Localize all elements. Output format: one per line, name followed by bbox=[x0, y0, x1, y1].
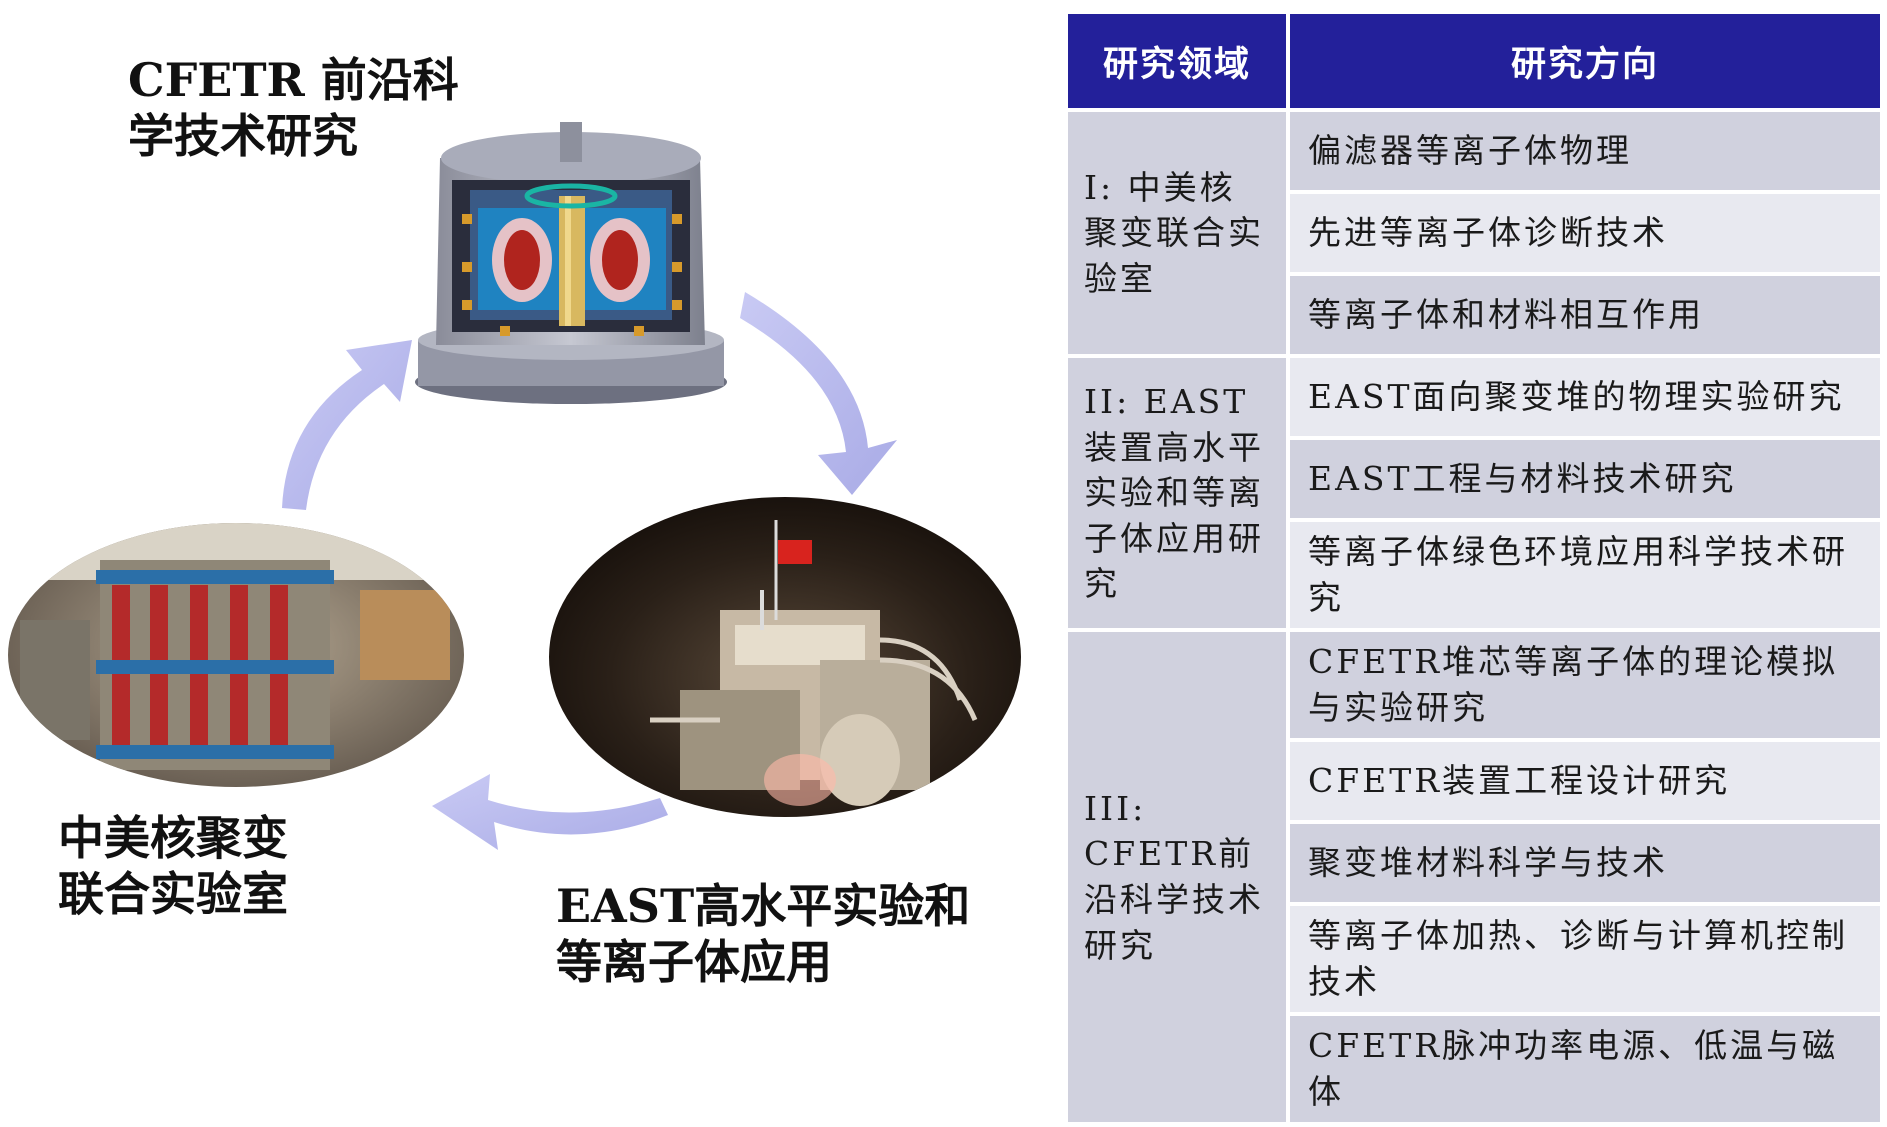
header-research-area: 研究领域 bbox=[1068, 14, 1286, 108]
table-row: 先进等离子体诊断技术 bbox=[1068, 194, 1880, 272]
table-row: I: 中美核聚变联合实验室 偏滤器等离子体物理 bbox=[1068, 112, 1880, 354]
table-row: II: EAST装置高水平实验和等离子体应用研究 EAST面向聚变堆的物理实验研… bbox=[1068, 358, 1880, 628]
cycle-arrow-left bbox=[282, 340, 412, 510]
research-table: 研究领域 研究方向 I: 中美核聚变联合实验室 偏滤器等离子体物理 先进等离子体… bbox=[1064, 10, 1884, 1126]
table-header-row: 研究领域 研究方向 bbox=[1068, 14, 1880, 108]
direction-cell: 先进等离子体诊断技术 bbox=[1290, 194, 1880, 272]
caption-line: 等离子体应用 bbox=[556, 935, 832, 990]
caption-line: CFETR 前沿科 bbox=[128, 53, 459, 107]
header-research-direction: 研究方向 bbox=[1290, 14, 1880, 108]
table-row: EAST工程与材料技术研究 bbox=[1068, 440, 1880, 518]
joint-lab-photo bbox=[8, 523, 464, 787]
direction-cell: CFETR装置工程设计研究 bbox=[1290, 742, 1880, 820]
area-cell-1: I: 中美核聚变联合实验室 bbox=[1068, 112, 1286, 354]
caption-line: 中美核聚变 bbox=[58, 811, 288, 865]
cycle-arrow-right bbox=[740, 292, 897, 495]
direction-cell: 等离子体绿色环境应用科学技术研究 bbox=[1290, 522, 1880, 628]
table-row: 等离子体和材料相互作用 bbox=[1068, 276, 1880, 354]
direction-cell: 聚变堆材料科学与技术 bbox=[1290, 824, 1880, 902]
caption-joint-lab: 中美核聚变 联合实验室 bbox=[58, 810, 288, 922]
table-row: CFETR装置工程设计研究 bbox=[1068, 742, 1880, 820]
table-row: 等离子体绿色环境应用科学技术研究 bbox=[1068, 522, 1880, 628]
area-cell-2: II: EAST装置高水平实验和等离子体应用研究 bbox=[1068, 358, 1286, 628]
table-row: 等离子体加热、诊断与计算机控制技术 bbox=[1068, 906, 1880, 1012]
cfetr-tokamak-image bbox=[415, 122, 727, 404]
east-device-photo bbox=[549, 497, 1021, 817]
direction-cell: 等离子体和材料相互作用 bbox=[1290, 276, 1880, 354]
direction-cell: CFETR堆芯等离子体的理论模拟与实验研究 bbox=[1290, 632, 1880, 738]
table-row: CFETR脉冲功率电源、低温与磁体 bbox=[1068, 1016, 1880, 1122]
direction-cell: EAST面向聚变堆的物理实验研究 bbox=[1290, 358, 1880, 436]
caption-line: EAST高水平实验和 bbox=[556, 879, 971, 933]
cycle-arrow-bottom bbox=[432, 774, 668, 850]
direction-cell: 偏滤器等离子体物理 bbox=[1290, 112, 1880, 190]
direction-cell: EAST工程与材料技术研究 bbox=[1290, 440, 1880, 518]
table-row: III: CFETR前沿科学技术研究 CFETR堆芯等离子体的理论模拟与实验研究 bbox=[1068, 632, 1880, 1122]
area-cell-3: III: CFETR前沿科学技术研究 bbox=[1068, 632, 1286, 1122]
direction-cell: CFETR脉冲功率电源、低温与磁体 bbox=[1290, 1016, 1880, 1122]
caption-cfetr-research: CFETR 前沿科 学技术研究 bbox=[128, 52, 459, 164]
direction-cell: 等离子体加热、诊断与计算机控制技术 bbox=[1290, 906, 1880, 1012]
caption-line: 学技术研究 bbox=[128, 109, 358, 164]
research-table-container: 研究领域 研究方向 I: 中美核聚变联合实验室 偏滤器等离子体物理 先进等离子体… bbox=[1064, 10, 1880, 1126]
fusion-cycle-diagram bbox=[8, 122, 1021, 850]
caption-east-experiments: EAST高水平实验和 等离子体应用 bbox=[556, 878, 970, 990]
table-row: 聚变堆材料科学与技术 bbox=[1068, 824, 1880, 902]
caption-line: 联合实验室 bbox=[58, 867, 288, 922]
